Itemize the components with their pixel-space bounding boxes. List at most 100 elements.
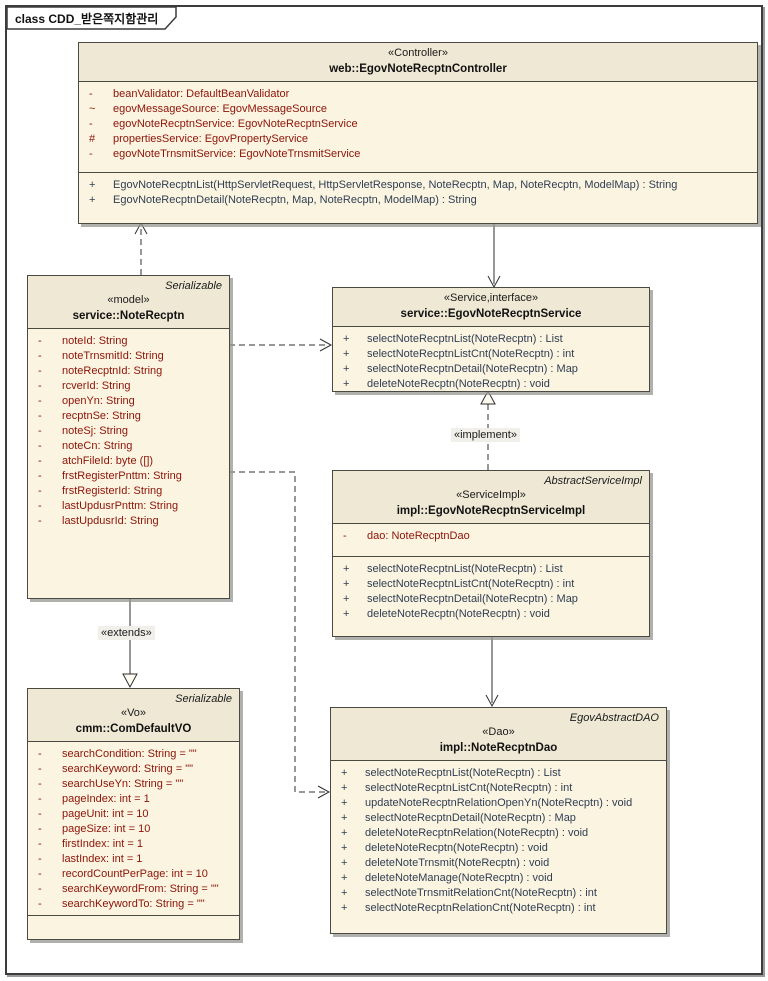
class-stereotype: «Service,interface»	[443, 292, 539, 304]
method-row: +deleteNoteTrnsmit(NoteRecptn) : void	[335, 856, 662, 871]
class-name: service::EgovNoteRecptnService	[400, 308, 582, 320]
attribute-row: - searchKeyword: String = ""	[32, 762, 235, 777]
method-row: +selectNoteRecptnList(NoteRecptn) : List	[337, 562, 645, 577]
visibility-symbol: +	[89, 179, 96, 191]
visibility-symbol: -	[38, 500, 42, 512]
attribute-row: -firstIndex: int = 1	[32, 837, 235, 852]
visibility-symbol: +	[341, 767, 348, 779]
member-text: selectNoteRecptnList(NoteRecptn) : List	[365, 767, 561, 779]
class-stereotype: «ServiceImpl»	[456, 489, 526, 501]
method-row: +selectNoteRecptnList(NoteRecptn) : List	[337, 332, 645, 347]
member-text: propertiesService: EgovPropertyService	[113, 133, 309, 145]
method-row: + deleteNoteRecptn(NoteRecptn) : void	[337, 377, 645, 392]
attributes-compartment: -searchCondition: String = ""-searchKeyw…	[28, 742, 239, 915]
visibility-symbol: -	[38, 485, 42, 497]
member-text: searchKeyword: String = ""	[62, 763, 194, 775]
member-text: EgovNoteRecptnDetail(NoteRecptn, Map, No…	[113, 194, 477, 206]
attribute-row: -noteSj: String	[32, 424, 225, 439]
class-stereotype: «Controller»	[388, 47, 448, 59]
visibility-symbol: -	[38, 883, 42, 895]
member-text: beanValidator: DefaultBeanValidator	[113, 88, 290, 100]
method-row: + selectNoteRecptnList(NoteRecptn) : List	[335, 766, 662, 781]
member-text: selectNoteRecptnRelationCnt(NoteRecptn) …	[365, 902, 596, 914]
visibility-symbol: -	[38, 838, 42, 850]
member-text: selectNoteRecptnDetail(NoteRecptn) : Map	[367, 363, 578, 375]
visibility-symbol: +	[341, 812, 348, 824]
class-tag: EgovAbstractDAO	[569, 712, 659, 724]
attribute-row: -dao: NoteRecptnDao	[337, 529, 645, 544]
operations-compartment: + selectNoteRecptnList(NoteRecptn) : List…	[331, 761, 666, 933]
member-text: updateNoteRecptnRelationOpenYn(NoteRecpt…	[365, 797, 633, 809]
class-header: EgovAbstractDAO «Dao» impl::NoteRecptnDa…	[331, 708, 666, 761]
member-text: egovMessageSource: EgovMessageSource	[113, 103, 328, 115]
member-text: selectNoteRecptnListCnt(NoteRecptn) : in…	[367, 578, 575, 590]
member-text: selectNoteRecptnListCnt(NoteRecptn) : in…	[365, 782, 573, 794]
hollow-triangle-down-icon	[122, 673, 138, 689]
attribute-row: - egovNoteTrnsmitService: EgovNoteTrnsmit…	[83, 147, 753, 162]
member-text: selectNoteRecptnListCnt(NoteRecptn) : in…	[367, 348, 575, 360]
attribute-row: - frstRegisterPnttm: String	[32, 469, 225, 484]
member-text: selectNoteRecptnDetail(NoteRecptn) : Map	[367, 593, 578, 605]
class-box-noterecptndao: EgovAbstractDAO «Dao» impl::NoteRecptnDa…	[330, 707, 667, 934]
class-box-egovnoterecptnservice: «Service,interface» service::EgovNoteRec…	[332, 287, 650, 392]
member-text: frstRegisterPnttm: String	[62, 470, 182, 482]
operations-compartment: +selectNoteRecptnList(NoteRecptn) : List…	[333, 327, 649, 395]
attributes-compartment: -noteId: String-noteTrnsmitId: String-no…	[28, 329, 229, 598]
class-box-noterecptn: Serializable «model» service::NoteRecptn…	[27, 275, 230, 599]
visibility-symbol: +	[343, 333, 350, 345]
class-name: impl::NoteRecptnDao	[439, 742, 558, 754]
member-text: searchKeywordTo: String = ""	[62, 898, 205, 910]
visibility-symbol: -	[38, 335, 42, 347]
member-text: lastUpdusrPnttm: String	[62, 500, 179, 512]
method-row: + selectNoteRecptnDetail(NoteRecptn) : Ma…	[337, 592, 645, 607]
method-row: +deleteNoteManage(NoteRecptn) : void	[335, 871, 662, 886]
visibility-symbol: +	[343, 378, 350, 390]
method-row: + selectNoteRecptnListCnt(NoteRecptn) : i…	[337, 577, 645, 592]
visibility-symbol: -	[38, 410, 42, 422]
class-box-egovnoterecptncontroller: «Controller» web::EgovNoteRecptnControll…	[78, 42, 758, 224]
visibility-symbol: -	[38, 470, 42, 482]
visibility-symbol: -	[38, 808, 42, 820]
member-text: pageSize: int = 10	[62, 823, 151, 835]
member-text: noteTrnsmitId: String	[62, 350, 164, 362]
member-text: egovNoteTrnsmitService: EgovNoteTrnsmitS…	[113, 148, 361, 160]
class-header: Serializable «model» service::NoteRecptn	[28, 276, 229, 329]
attribute-row: #propertiesService: EgovPropertyService	[83, 132, 753, 147]
class-tag: Serializable	[175, 693, 232, 705]
class-header: «Service,interface» service::EgovNoteRec…	[333, 288, 649, 327]
member-text: deleteNoteRecptn(NoteRecptn) : void	[367, 378, 550, 390]
member-text: lastIndex: int = 1	[62, 853, 143, 865]
attribute-row: - lastIndex: int = 1	[32, 852, 235, 867]
member-text: frstRegisterId: String	[62, 485, 163, 497]
visibility-symbol: +	[341, 842, 348, 854]
implement-label: «implement»	[451, 428, 520, 442]
member-text: selectNoteRecptnDetail(NoteRecptn) : Map	[365, 812, 576, 824]
attribute-row: -noteCn: String	[32, 439, 225, 454]
open-arrowhead-right-icon	[317, 785, 331, 799]
visibility-symbol: -	[89, 148, 93, 160]
frame-title-tab	[6, 6, 177, 30]
uml-frame-border	[5, 5, 763, 975]
attribute-row: ~egovMessageSource: EgovMessageSource	[83, 102, 753, 117]
visibility-symbol: +	[343, 578, 350, 590]
visibility-symbol: +	[343, 348, 350, 360]
member-text: noteCn: String	[62, 440, 133, 452]
attribute-row: -pageUnit: int = 10	[32, 807, 235, 822]
visibility-symbol: -	[38, 853, 42, 865]
member-text: recptnSe: String	[62, 410, 141, 422]
member-text: noteRecptnId: String	[62, 365, 163, 377]
member-text: selectNoteRecptnList(NoteRecptn) : List	[367, 563, 563, 575]
attribute-row: -noteTrnsmitId: String	[32, 349, 225, 364]
visibility-symbol: +	[343, 593, 350, 605]
visibility-symbol: +	[341, 782, 348, 794]
attribute-row: -recordCountPerPage: int = 10	[32, 867, 235, 882]
visibility-symbol: -	[38, 763, 42, 775]
visibility-symbol: -	[38, 395, 42, 407]
method-row: +selectNoteTrnsmitRelationCnt(NoteRecptn…	[335, 886, 662, 901]
visibility-symbol: -	[89, 88, 93, 100]
attribute-row: -lastUpdusrId: String	[32, 514, 225, 529]
operations-compartment: +selectNoteRecptnList(NoteRecptn) : List…	[333, 556, 649, 636]
class-stereotype: «Vo»	[120, 707, 147, 719]
method-row: +EgovNoteRecptnDetail(NoteRecptn, Map, N…	[83, 193, 753, 208]
